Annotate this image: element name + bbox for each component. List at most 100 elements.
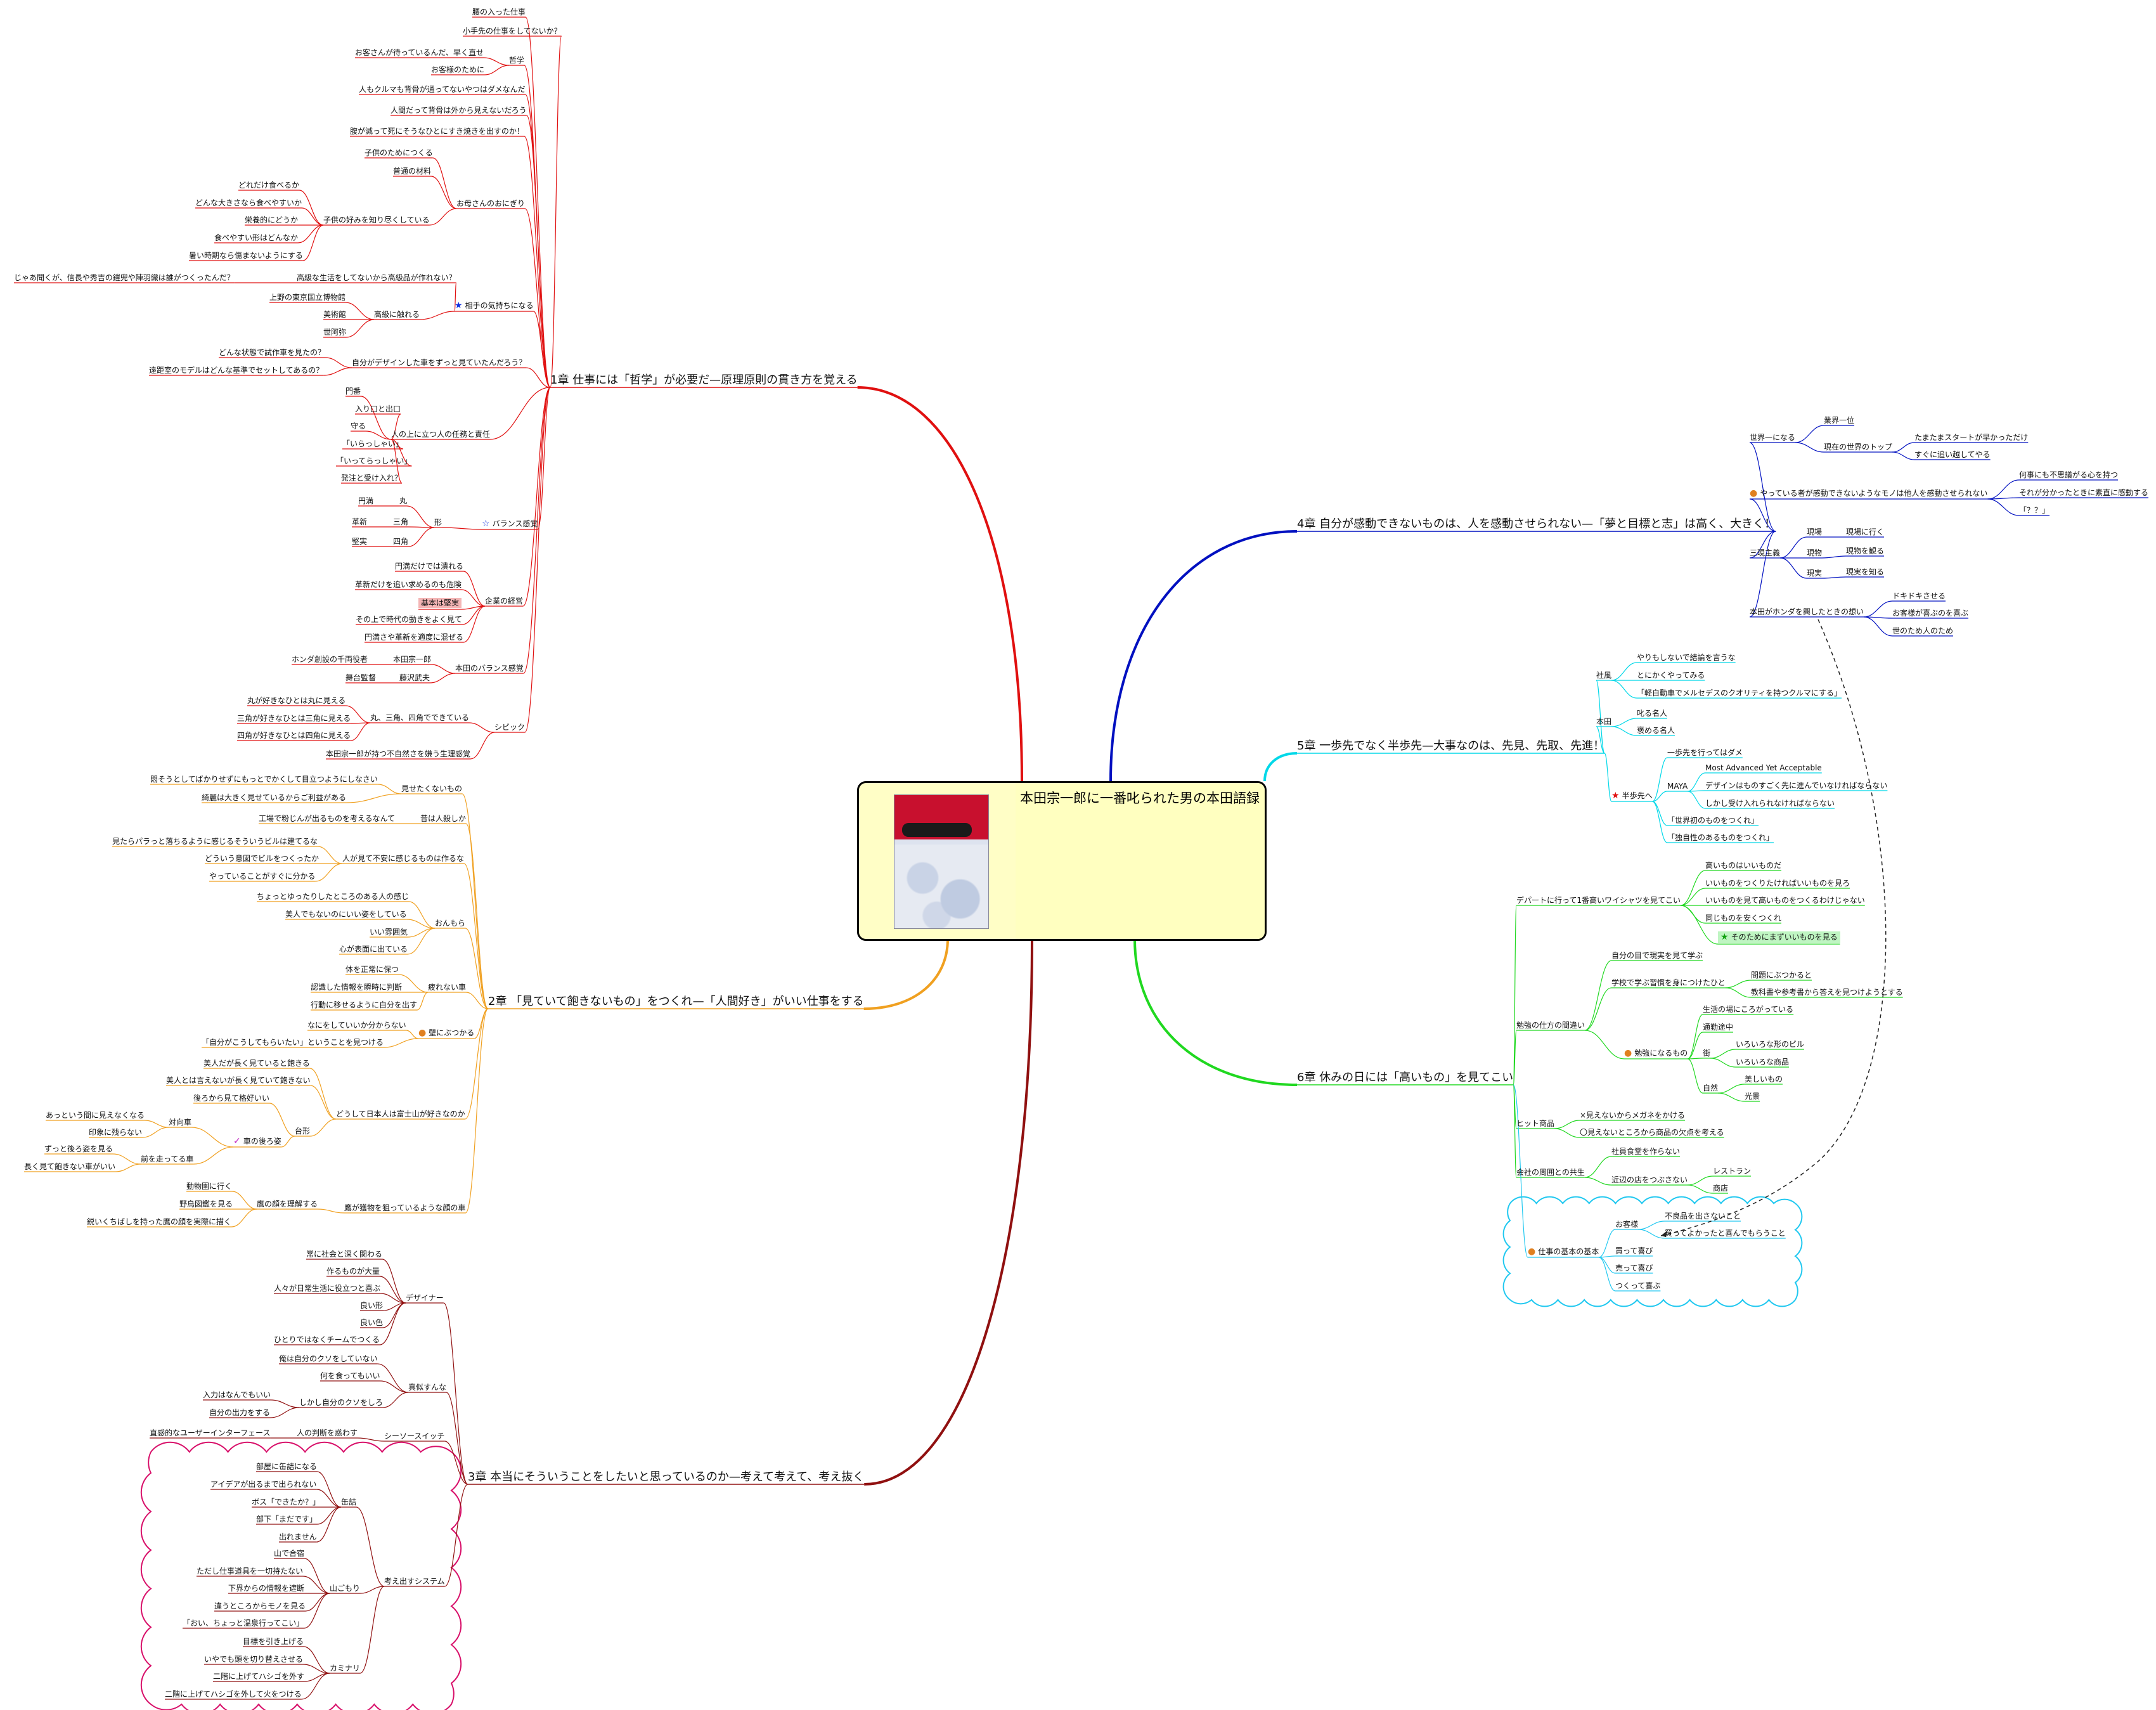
topic-a14a2[interactable]: 三角が好きなひとは三角に見える	[237, 715, 351, 722]
topic-f2c1[interactable]: 生活の場にころがっている	[1703, 1006, 1793, 1013]
topic-b6a[interactable]: なにをしていいか分からない	[307, 1021, 406, 1029]
topic-e3b2[interactable]: デザインはものすごく先に進んでいなければならない	[1705, 782, 1887, 789]
topic-c4a4[interactable]: 部下「まだです」	[256, 1515, 317, 1523]
topic-b8a1[interactable]: 動物園に行く	[186, 1182, 232, 1190]
topic-c4a3[interactable]: ボス「できたか？」	[252, 1498, 320, 1506]
topic-c3[interactable]: シーソースイッチ	[384, 1432, 444, 1440]
topic-a12[interactable]: 企業の経営	[485, 597, 523, 605]
topic-a7a[interactable]: 子供のためにつくる	[365, 149, 433, 157]
topic-c4a5[interactable]: 出れません	[279, 1533, 317, 1541]
topic-d1a[interactable]: 業界一位	[1824, 417, 1854, 424]
topic-a9a[interactable]: どんな状態で試作車を見たの？	[219, 349, 325, 356]
topic-a7c2[interactable]: どんな大きさなら食べやすいか	[195, 199, 302, 207]
topic-a7c1[interactable]: どれだけ食べるか	[238, 181, 299, 189]
topic-d3[interactable]: 三現主義	[1750, 549, 1780, 557]
topic-ch5[interactable]: 5章 一歩先でなく半歩先—大事なのは、先見、先取、先進！	[1297, 741, 1604, 752]
topic-d2b[interactable]: それが分かったときに素直に感動する	[2019, 489, 2148, 496]
topic-f1d[interactable]: 同じものを安くつくれ	[1705, 914, 1781, 922]
topic-a11a3[interactable]: 四角	[393, 538, 408, 545]
topic-d1b1[interactable]: たまたまスタートが早かっただけ	[1914, 434, 2028, 441]
topic-a11[interactable]: ☆バランス感覚	[482, 519, 538, 528]
topic-c1c[interactable]: 人々が日常生活に役立つと喜ぶ	[274, 1285, 380, 1292]
topic-a11a1x[interactable]: 円満	[358, 497, 373, 505]
topic-a6[interactable]: 腹が減って死にそうなひとにすき焼きを出すのか！	[350, 127, 524, 135]
topic-b7c2b1[interactable]: ずっと後ろ姿を見る	[44, 1145, 113, 1153]
topic-a10e[interactable]: 「いってらっしゃい」	[336, 457, 411, 465]
topic-a9b[interactable]: 遠距室のモデルはどんな基準でセットしてあるの？	[149, 366, 323, 374]
topic-b8a[interactable]: 鷹の顔を理解する	[257, 1200, 318, 1208]
topic-f2c3a[interactable]: いろいろな形のビル	[1736, 1040, 1804, 1048]
topic-c2c2[interactable]: 自分の出力をする	[209, 1409, 270, 1416]
topic-b7c2a1[interactable]: あっという間に見えなくなる	[46, 1111, 145, 1119]
topic-a7c4[interactable]: 食べやすい形はどんなか	[214, 234, 298, 242]
topic-a14[interactable]: シビック	[494, 723, 525, 731]
topic-f3b[interactable]: 〇見えないところから商品の欠点を考える	[1580, 1129, 1724, 1136]
topic-a14a[interactable]: 丸、三角、四角でできている	[370, 714, 469, 722]
topic-c4a[interactable]: 缶詰	[341, 1498, 356, 1506]
topic-d2c[interactable]: 「？？」	[2019, 507, 2049, 514]
topic-f3a[interactable]: ×見えないからメガネをかける	[1580, 1111, 1685, 1119]
topic-c4a1[interactable]: 部屋に缶詰になる	[256, 1463, 317, 1470]
topic-f4b1[interactable]: レストラン	[1713, 1167, 1751, 1175]
topic-c1b[interactable]: 作るものが大量	[326, 1267, 380, 1275]
topic-b7c2b2[interactable]: 長く見て飽きない車がいい	[24, 1163, 115, 1170]
topic-ch6[interactable]: 6章 休みの日には「高いもの」を見てこい	[1297, 1072, 1513, 1084]
topic-d1b2[interactable]: すぐに追い越してやる	[1914, 451, 1991, 458]
topic-b8a2[interactable]: 野鳥図鑑を見る	[179, 1200, 233, 1208]
topic-a12a[interactable]: 円満だけでは潰れる	[395, 562, 463, 570]
topic-c2[interactable]: 真似すんな	[408, 1383, 446, 1391]
topic-a11a2x[interactable]: 革新	[352, 518, 367, 526]
topic-a10f[interactable]: 発注と受け入れ？	[341, 474, 402, 482]
topic-a7c3[interactable]: 栄養的にどうか	[245, 216, 298, 224]
topic-a11a[interactable]: 形	[434, 519, 442, 526]
topic-c1d[interactable]: 良い形	[360, 1302, 383, 1309]
topic-a14a1[interactable]: 丸が好きなひとは丸に見える	[247, 697, 345, 704]
topic-d4c[interactable]: 世のため人のため	[1892, 627, 1953, 635]
topic-f2c2[interactable]: 通勤途中	[1703, 1023, 1733, 1031]
topic-a9[interactable]: 自分がデザインした車をずっと見ていたんだろう？	[352, 359, 526, 366]
topic-d3c1[interactable]: 現実を知る	[1846, 568, 1884, 576]
topic-f5a[interactable]: お客様	[1615, 1221, 1638, 1228]
topic-d2a[interactable]: 何事にも不思議がる心を持つ	[2019, 471, 2118, 479]
topic-c1[interactable]: デザイナー	[406, 1294, 444, 1302]
topic-b5a[interactable]: 体を正常に保つ	[345, 966, 399, 973]
topic-a10d[interactable]: 「いらっしゃい」	[342, 440, 403, 448]
topic-d4b[interactable]: お客様が喜ぶのを喜ぶ	[1892, 609, 1968, 617]
topic-c4c[interactable]: カミナリ	[330, 1664, 360, 1672]
topic-b4a[interactable]: ちょっとゆったりしたところのある人の感じ	[257, 893, 409, 900]
topic-a8b2[interactable]: 美術館	[323, 311, 346, 318]
topic-f2c4a[interactable]: 美しいもの	[1745, 1075, 1783, 1083]
topic-f2c3b[interactable]: いろいろな商品	[1736, 1058, 1789, 1066]
topic-b2[interactable]: 昔は人殺しか	[420, 815, 466, 822]
topic-b6b[interactable]: 「自分がこうしてもらいたい」ということを見つける	[202, 1039, 384, 1046]
topic-b7c2a[interactable]: 対向車	[169, 1118, 191, 1126]
topic-e3b1[interactable]: Most Advanced Yet Acceptable	[1705, 764, 1822, 772]
topic-e1c[interactable]: 「軽自動車でメルセデスのクオリティを持つクルマにする」	[1637, 689, 1842, 697]
topic-c4b3[interactable]: 下界からの情報を遮断	[228, 1584, 304, 1592]
topic-c4c2[interactable]: いやでも頭を切り替えさせる	[204, 1655, 303, 1663]
central-topic[interactable]: 本田宗一郎に一番叱られた男の本田語録	[857, 781, 1267, 941]
topic-c2a[interactable]: 俺は自分のクソをしていない	[279, 1355, 378, 1363]
topic-e3c[interactable]: 「世界初のものをつくれ」	[1667, 817, 1759, 824]
topic-e1b[interactable]: とにかくやってみる	[1637, 671, 1705, 679]
topic-c2c1[interactable]: 入力はなんでもいい	[203, 1391, 271, 1399]
topic-b2a[interactable]: 工場で粉じんが出るものを考えるなんて	[259, 815, 395, 822]
topic-f5a2[interactable]: 買ってよかったと喜んでもらうこと	[1665, 1229, 1786, 1237]
topic-a13b1[interactable]: 舞台監督	[345, 674, 376, 682]
topic-a12c[interactable]: 基本は堅実	[418, 598, 462, 608]
topic-d1b[interactable]: 現在の世界のトップ	[1824, 443, 1892, 451]
topic-d3b[interactable]: 現物	[1807, 549, 1822, 557]
topic-a10b[interactable]: 入り口と出口	[355, 405, 401, 413]
topic-f4a[interactable]: 社員食堂を作らない	[1611, 1148, 1680, 1155]
topic-f5b[interactable]: 買って喜び	[1615, 1247, 1653, 1255]
topic-c1a[interactable]: 常に社会と深く関わる	[306, 1250, 382, 1258]
topic-a13a[interactable]: 本田宗一郎	[393, 656, 431, 663]
topic-b5b[interactable]: 認識した情報を瞬時に判断	[311, 983, 402, 991]
topic-ch2[interactable]: 2章 「見ていて飽きないもの」をつくれ—「人間好き」がいい仕事をする	[488, 996, 864, 1007]
topic-e3b[interactable]: MAYA	[1667, 782, 1688, 790]
topic-b7c2[interactable]: ✓車の後ろ姿	[233, 1137, 281, 1146]
topic-e2b[interactable]: 褒める名人	[1637, 727, 1675, 734]
topic-ch1[interactable]: 1章 仕事には「哲学」が必要だ—原理原則の貫き方を覚える	[550, 375, 858, 386]
topic-b1b[interactable]: 綺麗は大きく見せているからご利益がある	[202, 794, 346, 801]
topic-f1a[interactable]: 高いものはいいものだ	[1705, 862, 1781, 869]
